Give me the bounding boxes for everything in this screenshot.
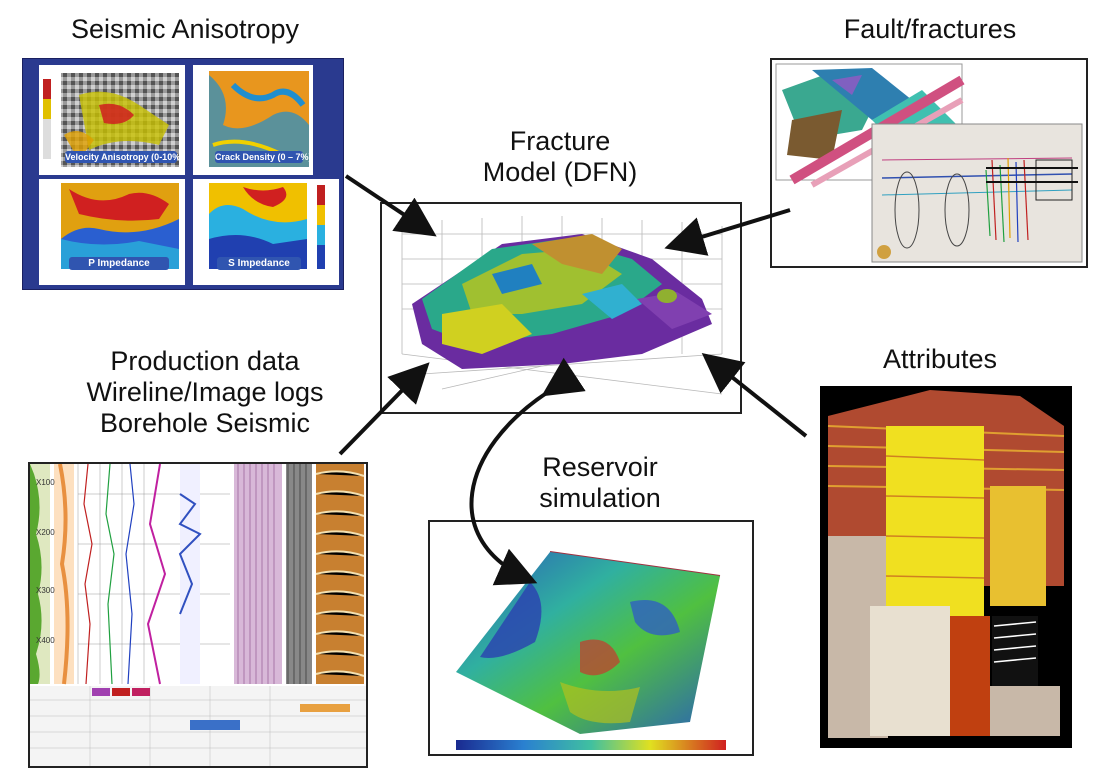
depth-label-x100: X100 (36, 478, 55, 487)
p-impedance-map: P Impedance (39, 179, 185, 285)
reservoir-simulation-image (456, 551, 726, 750)
fracture-model-title-line2: Model (DFN) (482, 157, 638, 187)
production-title-line2: Wireline/Image logs (86, 377, 324, 407)
s-impedance-map: S Impedance (193, 179, 339, 285)
attributes-panel (820, 386, 1072, 748)
fault-fractures-title: Fault/fractures (843, 14, 1017, 44)
velocity-anisotropy-map: Velocity Anisotropy (0-10%) (39, 65, 185, 175)
fracture-model-title: Fracture Model (DFN) (470, 126, 650, 188)
s-impedance-label: S Impedance (217, 257, 301, 270)
production-logs-panel: X100 X200 X300 X400 (28, 462, 368, 768)
fault-fractures-image (775, 63, 1083, 263)
crack-density-map: Crack Density (0 – 7%) (193, 65, 313, 175)
depth-label-x200: X200 (36, 528, 55, 537)
fracture-model-panel (380, 202, 742, 414)
production-data-title: Production data Wireline/Image logs Bore… (70, 346, 340, 439)
attributes-title: Attributes (882, 344, 998, 374)
reservoir-title-line1: Reservoir (542, 452, 658, 482)
seismic-anisotropy-panel: Velocity Anisotropy (0-10%) Crack Densit… (22, 58, 344, 290)
production-title-line3: Borehole Seismic (99, 408, 311, 438)
s-impedance-image (209, 183, 325, 269)
production-title-line1: Production data (110, 346, 300, 376)
well-log-image (30, 464, 366, 766)
reservoir-simulation-panel (428, 520, 754, 756)
seismic-anisotropy-title: Seismic Anisotropy (70, 14, 300, 44)
attributes-image (827, 390, 1065, 738)
p-impedance-label: P Impedance (69, 257, 169, 270)
velocity-anisotropy-label: Velocity Anisotropy (0-10%) (65, 151, 184, 163)
depth-label-x400: X400 (36, 636, 55, 645)
depth-label-x300: X300 (36, 586, 55, 595)
fracture-model-image (401, 216, 723, 395)
fracture-model-title-line1: Fracture (509, 126, 611, 156)
fault-fractures-panel (770, 58, 1088, 268)
reservoir-simulation-title: Reservoir simulation (510, 452, 690, 514)
reservoir-title-line2: simulation (539, 483, 661, 513)
crack-density-label: Crack Density (0 – 7%) (215, 151, 312, 163)
